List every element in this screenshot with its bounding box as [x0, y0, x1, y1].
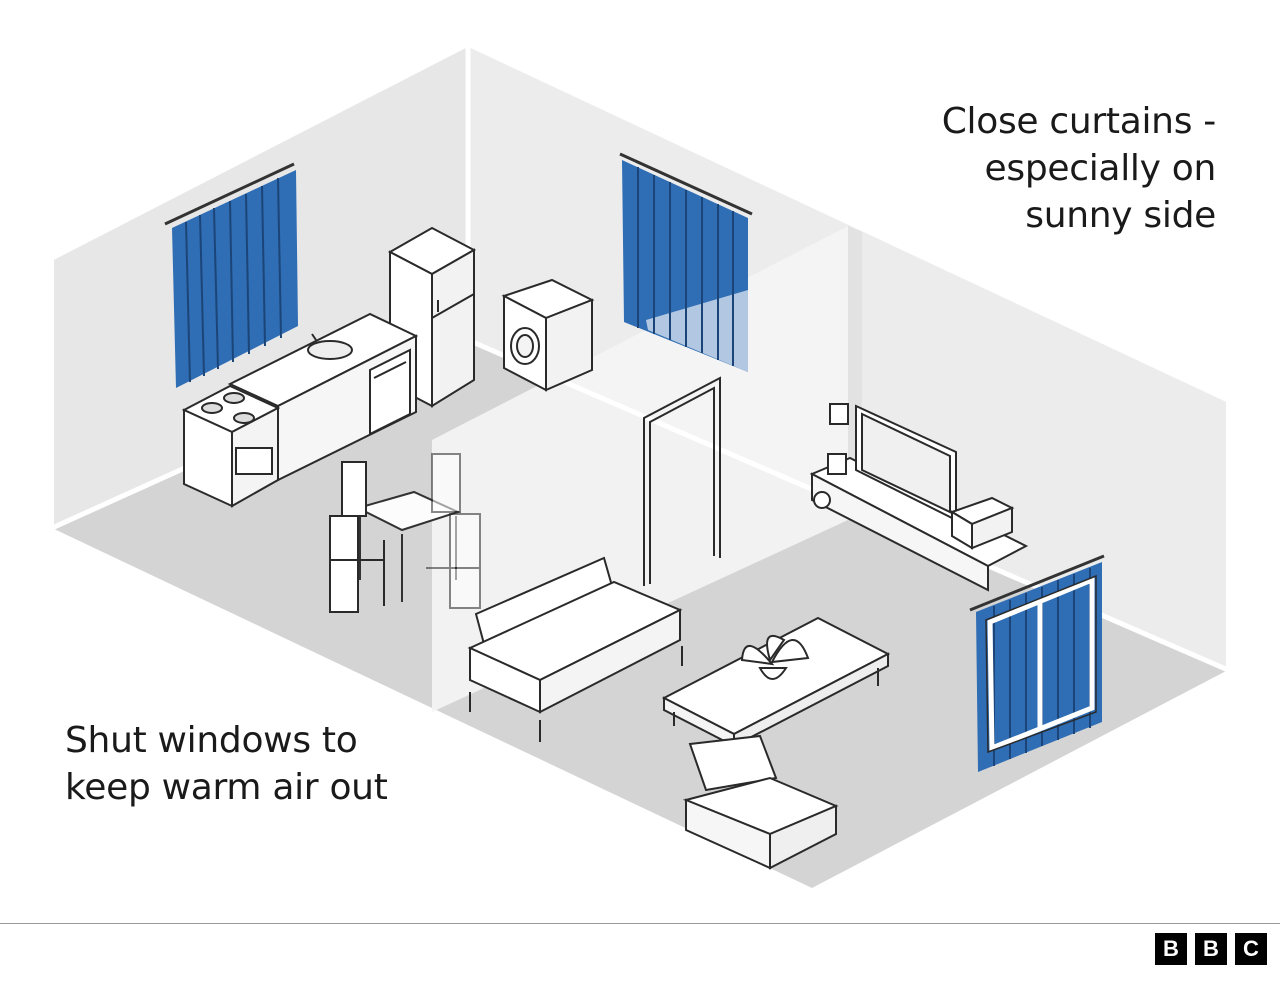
curtains-caption-line: Close curtains - [941, 101, 1217, 142]
chair-icon [329, 461, 385, 613]
room-illustration [52, 44, 1228, 888]
curtains-caption: Close curtains - especially on sunny sid… [941, 98, 1217, 239]
doorway-icon [643, 376, 721, 586]
curtain-icon [619, 152, 753, 372]
windows-caption-line: keep warm air out [65, 767, 388, 808]
curtains-caption-line: especially on [984, 148, 1217, 189]
curtain-icon [164, 162, 298, 388]
curtains-caption-line: sunny side [1025, 195, 1216, 236]
armchair-icon [682, 734, 839, 870]
footer-divider [0, 923, 1280, 924]
plant-icon [740, 635, 810, 680]
sofa-icon [467, 556, 683, 742]
speaker-icon [813, 403, 849, 509]
window-icon [969, 554, 1105, 772]
dishwasher-icon [369, 348, 411, 436]
windows-caption: Shut windows to keep warm air out [65, 717, 388, 811]
oven-icon [181, 384, 281, 508]
stereo-icon [949, 496, 1015, 550]
bbc-logo-letter: B [1195, 933, 1227, 965]
bbc-logo-letter: B [1155, 933, 1187, 965]
bbc-logo-letter: C [1235, 933, 1267, 965]
fridge-icon [387, 226, 477, 408]
windows-caption-line: Shut windows to [65, 720, 358, 761]
bbc-logo: B B C [1155, 933, 1267, 965]
washing-machine-icon [501, 278, 595, 392]
chair-icon [426, 453, 481, 609]
